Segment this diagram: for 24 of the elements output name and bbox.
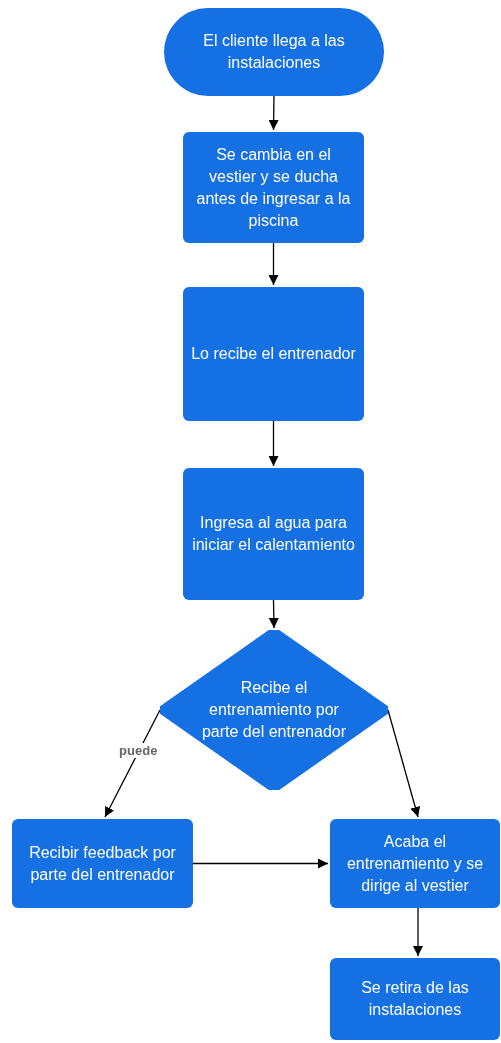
process-box [330,958,500,1040]
arrow [104,709,161,818]
arrow [268,242,279,286]
process-box [12,819,193,908]
process-box [183,287,364,421]
node-text: Acaba el entrenamiento y se dirige al vestier [345,831,485,896]
arrow [413,907,423,957]
node-text: Recibir feedback por parte del entrenador [28,842,177,885]
arrow [268,420,279,467]
process-box [183,132,364,243]
edge-label: puede [117,742,160,758]
process-box [183,468,364,600]
node-text: El cliente llega a las instalaciones [202,31,346,73]
node-text: Lo recibe el entrenador [190,344,357,364]
decision-diamond [160,630,388,790]
process-box [330,819,500,908]
arrow [268,599,279,629]
arrow [387,709,421,818]
node-text: Se retira de las instalaciones [360,978,470,1020]
node-text: Ingresa al agua para iniciar el calentamiento [191,513,356,555]
arrow [268,95,279,131]
arrow [192,858,329,869]
node-text: Recibe el entrenamiento por parte del entrenador [200,678,348,742]
node-text: Se cambia en el vestier y se ducha antes de ingresar a la piscina [195,144,352,231]
